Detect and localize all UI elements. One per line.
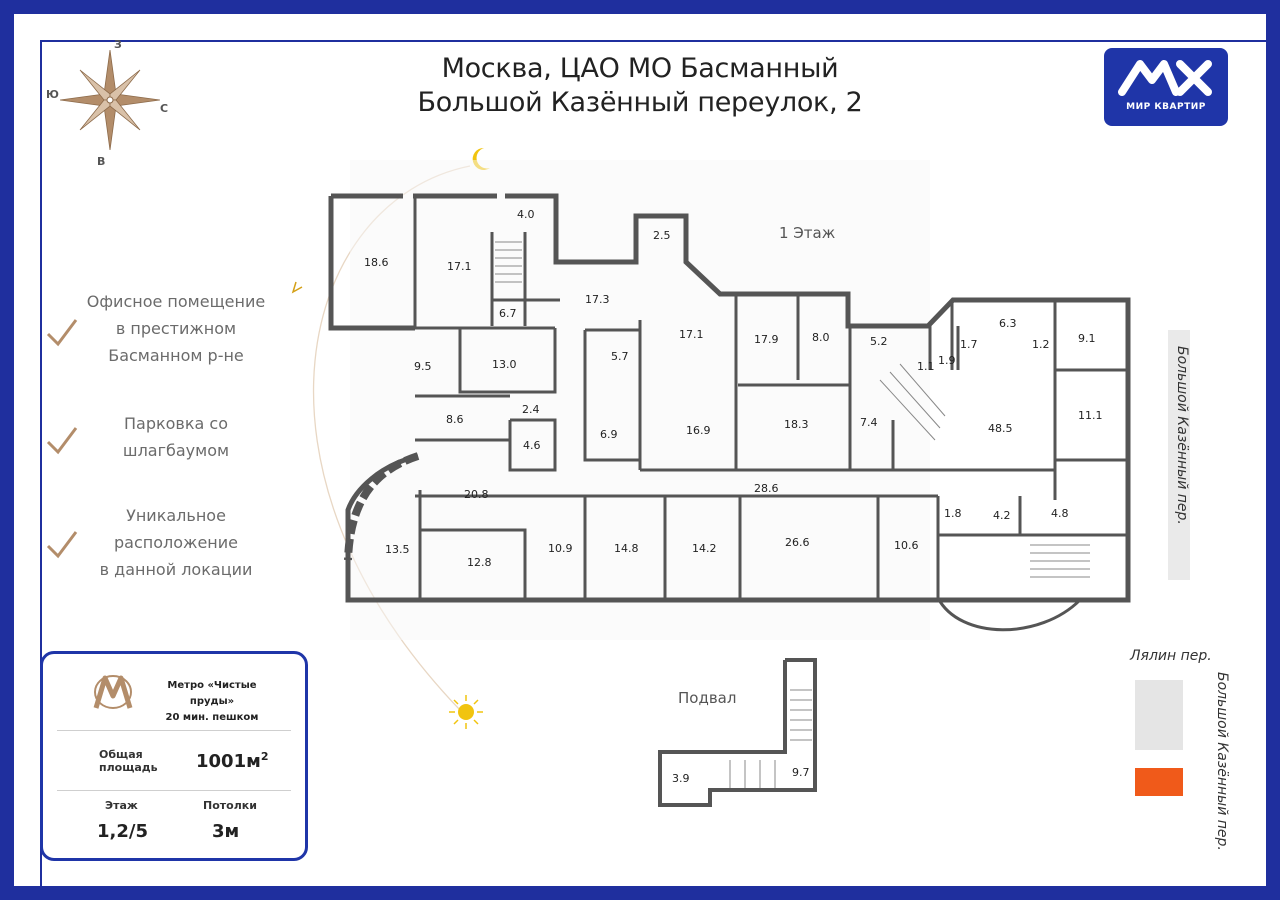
- room-label: 1.1: [917, 360, 935, 373]
- room-label: 20.8: [464, 488, 489, 501]
- room-label: 3.9: [672, 772, 690, 785]
- room-label: 4.0: [517, 208, 535, 221]
- ceiling-value: 3м: [212, 821, 240, 842]
- feature-office: Офисное помещение в престижном Басманном…: [86, 292, 266, 365]
- room-label: 1.7: [960, 338, 978, 351]
- card-divider: [57, 790, 291, 791]
- area-value: 1001м: [196, 751, 261, 772]
- page-title: Москва, ЦАО МО Басманный Большой Казённы…: [390, 52, 890, 120]
- room-label: 6.7: [499, 307, 517, 320]
- inner-border: [40, 40, 1268, 888]
- room-label: 14.8: [614, 542, 639, 555]
- room-label: 1.2: [1032, 338, 1050, 351]
- floor-label-first: 1 Этаж: [779, 224, 836, 242]
- brand-name: МИР КВАРТИР: [1126, 102, 1206, 112]
- compass-south-label: В: [97, 155, 106, 168]
- room-label: 8.0: [812, 331, 830, 344]
- room-label: 17.3: [585, 293, 610, 306]
- room-label: 14.2: [692, 542, 717, 555]
- feature-location: Уникальное расположение в данной локации: [99, 506, 253, 579]
- checkmark-icon: [46, 531, 78, 559]
- room-label: 4.2: [993, 509, 1011, 522]
- room-label: 17.1: [447, 260, 472, 273]
- street-label-right-top: Большой Казённый пер.: [1174, 346, 1190, 525]
- street-label-right-bottom: Большой Казённый пер.: [1214, 672, 1230, 851]
- card-divider: [57, 730, 291, 731]
- compass-east-label: С: [160, 102, 169, 115]
- sun-icon: [449, 695, 483, 729]
- checkmark-icon: [46, 427, 78, 455]
- room-label: 2.5: [653, 229, 671, 242]
- room-label: 13.5: [385, 543, 410, 556]
- room-label: 9.5: [414, 360, 432, 373]
- room-label: 10.6: [894, 539, 919, 552]
- room-label: 28.6: [754, 482, 779, 495]
- room-label: 1.8: [944, 507, 962, 520]
- compass-west-label: Ю: [46, 88, 59, 101]
- room-label: 5.7: [611, 350, 629, 363]
- room-label: 48.5: [988, 422, 1013, 435]
- street-label-bottom: Лялин пер.: [1130, 648, 1212, 664]
- room-label: 8.6: [446, 413, 464, 426]
- room-label: 13.0: [492, 358, 517, 371]
- room-label: 10.9: [548, 542, 573, 555]
- compass-rose-icon: [60, 50, 160, 150]
- ceiling-label: Потолки: [203, 799, 257, 812]
- room-label: 4.6: [523, 439, 541, 452]
- room-label: 18.6: [364, 256, 389, 269]
- room-label: 26.6: [785, 536, 810, 549]
- area-label: Общая площадь: [99, 748, 158, 774]
- floor-label: Этаж: [105, 799, 138, 812]
- room-label: 2.4: [522, 403, 540, 416]
- room-label: 17.9: [754, 333, 779, 346]
- room-label: 6.3: [999, 317, 1017, 330]
- room-label: 17.1: [679, 328, 704, 341]
- room-label: 1.9: [938, 354, 956, 367]
- floor-label-basement: Подвал: [678, 689, 737, 707]
- brand-logo: МИР КВАРТИР: [1104, 48, 1228, 126]
- room-label: 9.7: [792, 766, 810, 779]
- brand-logo-icon: [1118, 60, 1212, 96]
- feature-parking: Парковка со шлагбаумом: [122, 414, 230, 460]
- area-value-wrap: 1001м2: [196, 750, 268, 772]
- room-label: 7.4: [860, 416, 878, 429]
- metro-logo-icon: [93, 675, 133, 709]
- room-label: 6.9: [600, 428, 618, 441]
- floor-value: 1,2/5: [97, 821, 148, 842]
- room-label: 18.3: [784, 418, 809, 431]
- title-line-2: Большой Казённый переулок, 2: [417, 87, 863, 118]
- room-label: 4.8: [1051, 507, 1069, 520]
- room-label: 5.2: [870, 335, 888, 348]
- info-card: Метро «Чистые пруды» 20 мин. пешком Обща…: [40, 651, 308, 861]
- title-line-1: Москва, ЦАО МО Басманный: [441, 53, 839, 84]
- area-unit-sup: 2: [260, 750, 269, 763]
- room-label: 16.9: [686, 424, 711, 437]
- metro-info: Метро «Чистые пруды» 20 мин. пешком: [165, 680, 259, 723]
- compass-north-label: З: [114, 38, 122, 51]
- room-label: 9.1: [1078, 332, 1096, 345]
- checkmark-icon: [46, 319, 78, 347]
- room-label: 11.1: [1078, 409, 1103, 422]
- room-label: 12.8: [467, 556, 492, 569]
